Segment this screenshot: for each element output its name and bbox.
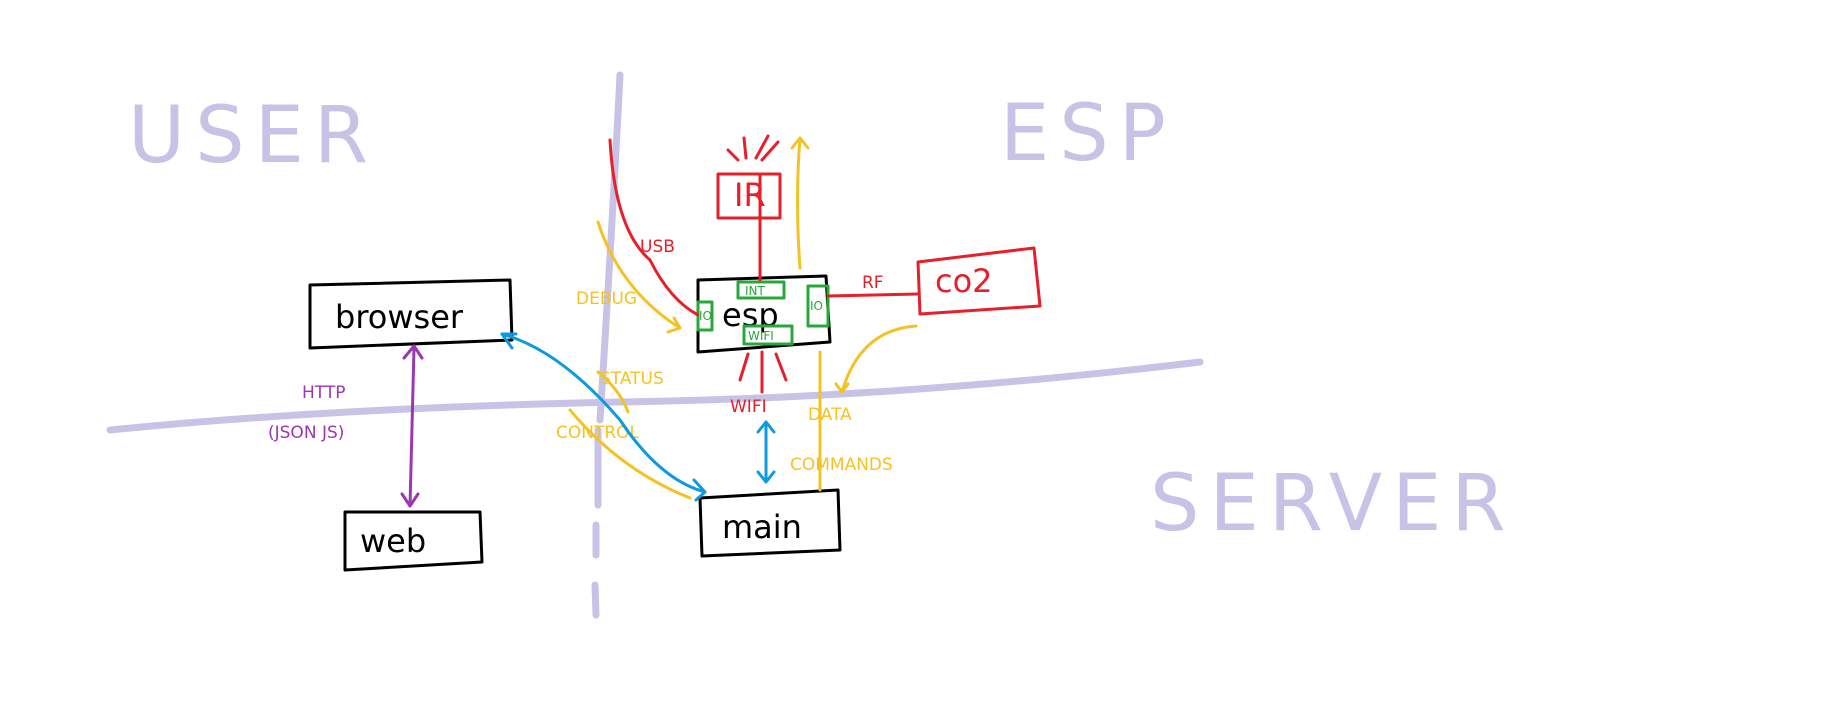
esp-label: esp <box>722 296 779 334</box>
esp-module-bottom <box>742 324 794 346</box>
data-label: DATA <box>808 405 852 425</box>
esp-module-top-label: INT <box>745 284 766 298</box>
browser-main-arrowhead <box>500 332 518 350</box>
co2-node: co2 RF <box>826 246 1042 316</box>
main-node: main <box>698 488 842 558</box>
http-link <box>400 344 424 508</box>
esp-module-bottom-label: WIFI <box>748 329 774 343</box>
ir-node: IR <box>716 134 782 282</box>
main-label: main <box>722 508 802 546</box>
region-server: SERVER <box>1150 459 1516 549</box>
usb-label: USB <box>640 237 675 257</box>
web-node: web <box>343 510 484 572</box>
wifi-label: WIFI <box>730 397 767 417</box>
esp-module-top <box>736 280 786 300</box>
region-esp: ESP <box>1000 89 1176 179</box>
http-sub-label: (JSON JS) <box>268 423 344 443</box>
esp-main-link <box>756 420 776 484</box>
status-label: STATUS <box>600 369 664 389</box>
horizontal-divider <box>106 358 1204 434</box>
vertical-divider-dash-3 <box>591 581 600 619</box>
browser-node: browser <box>308 278 514 350</box>
debug-flow <box>596 220 682 334</box>
data-flow <box>834 324 918 394</box>
status-flow <box>596 370 630 414</box>
esp-up-flow <box>790 136 810 270</box>
esp-module-left-label: IO <box>699 309 712 323</box>
browser-label: browser <box>335 298 464 336</box>
esp-module-right <box>806 284 830 328</box>
debug-label: DEBUG <box>576 289 637 309</box>
control-flow <box>568 408 692 500</box>
rf-label: RF <box>862 273 884 293</box>
http-label: HTTP <box>302 383 346 403</box>
vertical-divider <box>596 71 624 424</box>
usb-link <box>608 138 700 317</box>
region-user: USER <box>128 91 378 181</box>
commands-label: COMMANDS <box>790 455 893 475</box>
control-label: CONTROL <box>556 423 640 443</box>
wifi-link <box>738 350 788 394</box>
esp-node: esp INT WIFI IO IO <box>696 274 832 354</box>
browser-main-link <box>500 332 707 502</box>
esp-module-right-label: IO <box>810 299 823 313</box>
co2-label: co2 <box>935 262 993 300</box>
web-label: web <box>360 522 426 560</box>
